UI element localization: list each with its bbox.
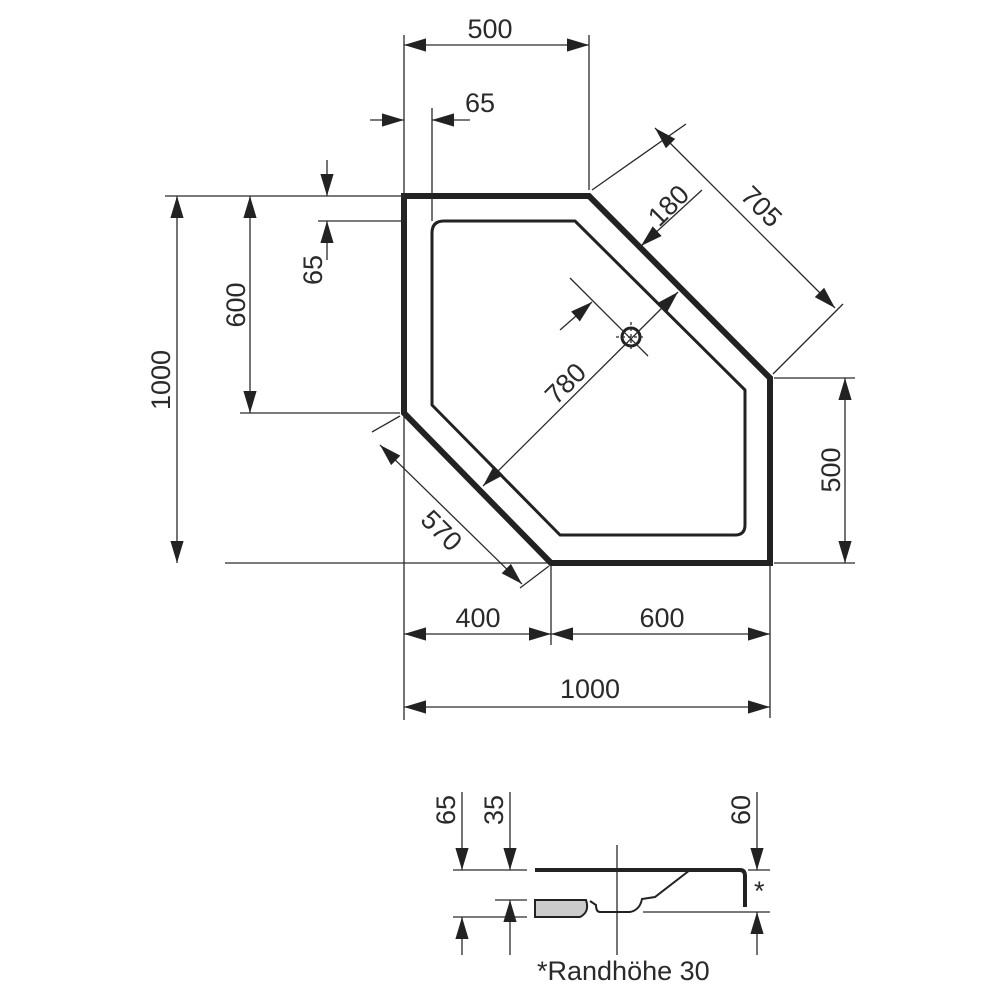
profile-asterisk: * (754, 876, 765, 906)
dim-drain-offset: 180 (642, 179, 695, 232)
profile-section (453, 792, 770, 955)
profile-dim-edge: 60 (726, 795, 756, 825)
dimension-lines (170, 38, 852, 714)
dim-bottom-left: 400 (455, 603, 500, 633)
dim-total-width: 1000 (560, 674, 620, 704)
extension-lines (165, 35, 855, 720)
drain-icon (616, 322, 646, 352)
dim-top-width: 500 (467, 14, 512, 44)
dim-rim-top: 65 (298, 255, 328, 285)
dim-diagonal-edge: 705 (735, 180, 788, 233)
dim-short-diagonal: 570 (415, 504, 468, 557)
profile-note: *Randhöhe 30 (537, 956, 710, 986)
profile-dim-tray: 35 (479, 795, 509, 825)
dim-total-depth: 1000 (146, 350, 176, 410)
dim-right-side: 500 (816, 447, 846, 492)
dim-bottom-right: 600 (639, 603, 684, 633)
dim-diagonal-span: 780 (539, 357, 592, 410)
dim-rim-left: 65 (465, 88, 495, 118)
profile-dim-rim: 65 (431, 795, 461, 825)
dim-left-side: 600 (221, 282, 251, 327)
